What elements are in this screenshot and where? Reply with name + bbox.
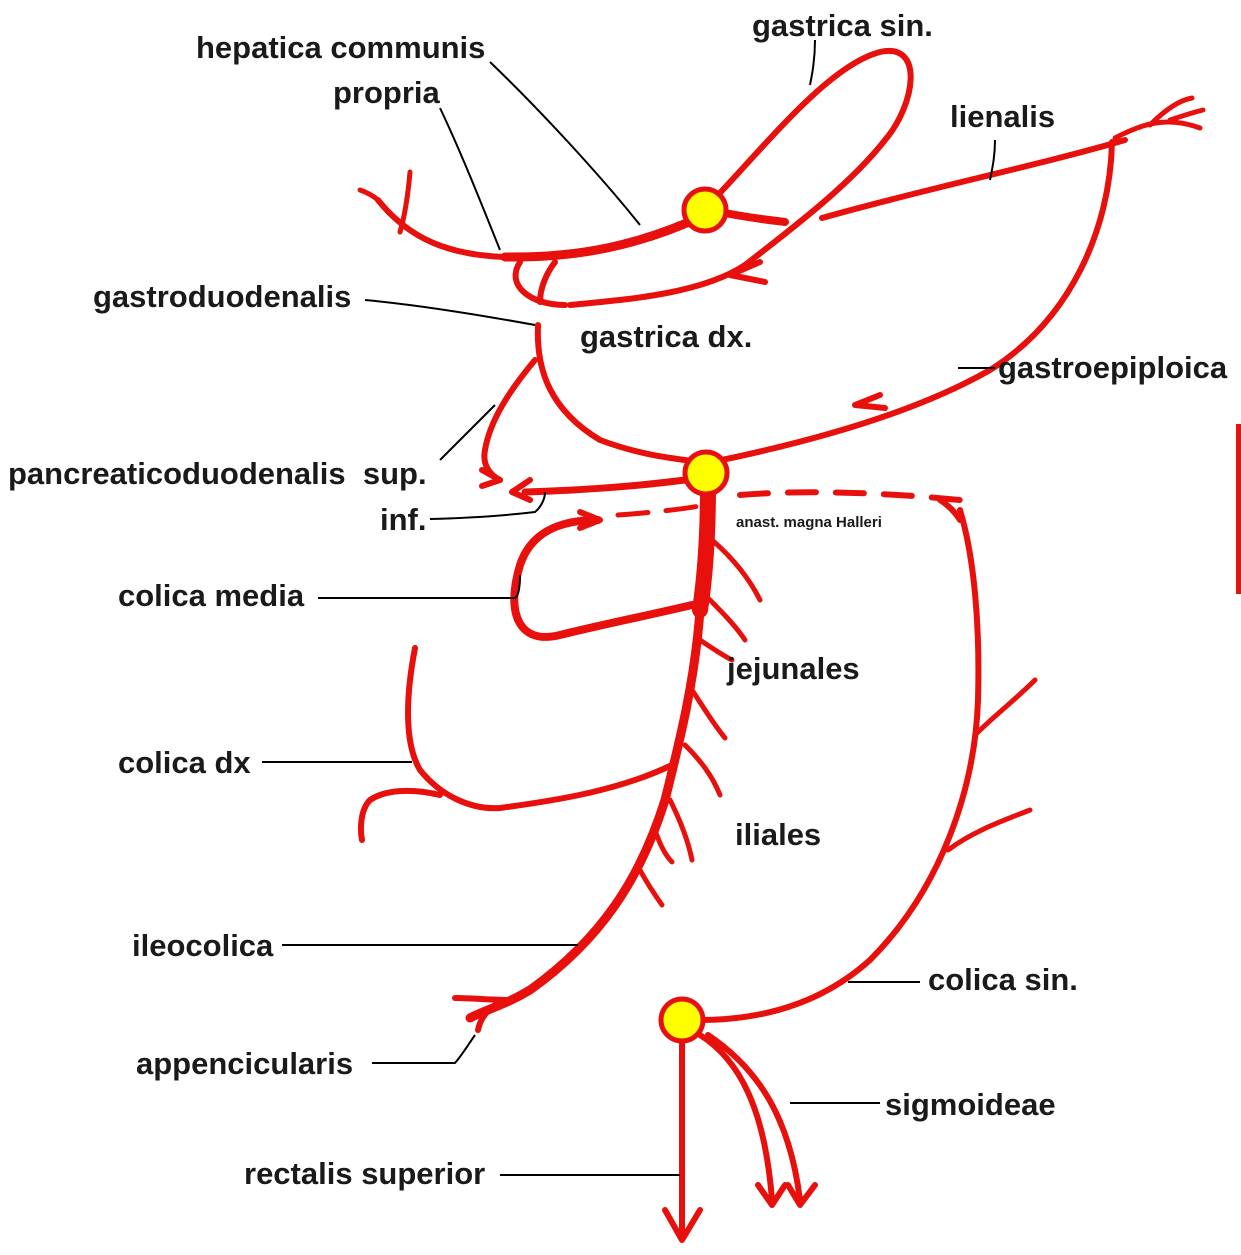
label-jejunales: jejunales	[726, 651, 860, 686]
label-gastroepiploica: gastroepiploica	[998, 350, 1228, 385]
label-ileocolica: ileocolica	[132, 928, 274, 963]
label-gastrica-sin: gastrica sin.	[752, 8, 933, 43]
label-colica-media: colica media	[118, 578, 305, 613]
mesenterica-superior-node	[685, 452, 727, 494]
label-colica-dx: colica dx	[118, 745, 251, 780]
coeliac-vessels	[360, 51, 1203, 492]
label-hepatica-communis: hepatica communis	[196, 30, 485, 65]
label-lienalis: lienalis	[950, 99, 1055, 134]
label-inf: inf.	[380, 502, 427, 537]
label-anast-magna-halleri: anast. magna Halleri	[736, 514, 882, 531]
label-appencicularis: appencicularis	[136, 1046, 353, 1081]
label-iliales: iliales	[735, 817, 821, 852]
label-sigmoideae: sigmoideae	[885, 1087, 1056, 1122]
leader-lines	[262, 40, 995, 1175]
label-rectalis-superior: rectalis superior	[244, 1156, 485, 1191]
label-propria: propria	[333, 75, 441, 110]
mesenterica-inferior-node	[661, 999, 703, 1041]
label-gastrica-dx: gastrica dx.	[580, 319, 752, 354]
label-pancreaticoduodenalis-sup: pancreaticoduodenalis sup.	[8, 456, 427, 491]
label-gastroduodenalis: gastroduodenalis	[93, 279, 351, 314]
edge-bar	[1236, 424, 1241, 594]
truncus-coeliacus-node	[684, 189, 726, 231]
labels: hepatica communis propria gastrica sin. …	[8, 8, 1228, 1191]
sma-vessels	[361, 485, 960, 1030]
label-colica-sin: colica sin.	[928, 962, 1078, 997]
